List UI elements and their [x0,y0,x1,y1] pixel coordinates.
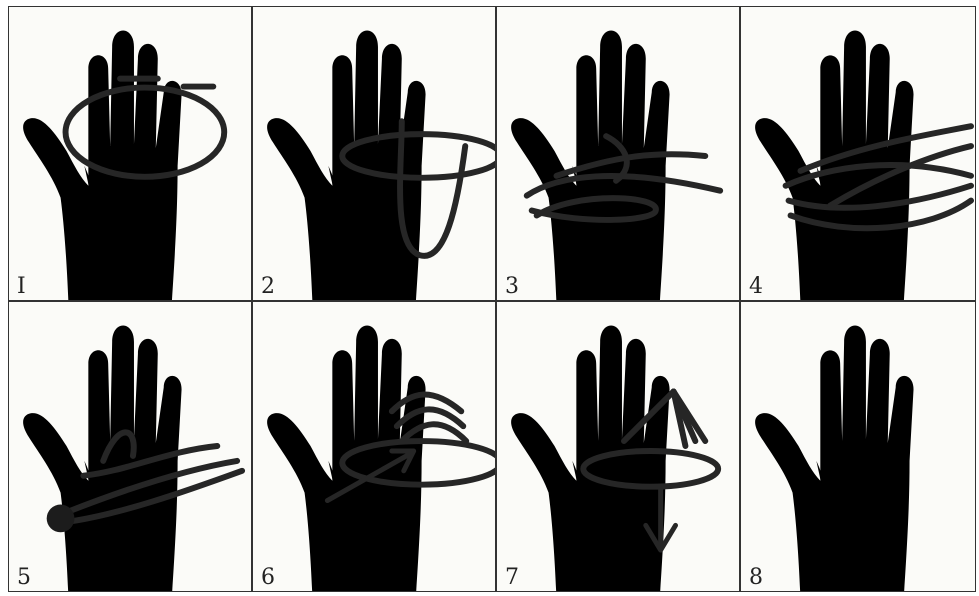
panel-2: 2 [252,6,496,301]
hand-illustration-5 [9,302,251,591]
panel-3: 3 [496,6,740,301]
panel-7: 7 [496,301,740,592]
panel-8: 8 [740,301,976,592]
panel-number: 2 [261,276,275,298]
panel-number: 8 [749,567,763,589]
panel-number: 3 [505,276,519,298]
hand-illustration-4 [741,7,975,300]
hand-illustration-1 [9,7,251,300]
cord-knot [47,505,75,533]
hand-illustration-8 [741,302,975,591]
panel-number: 4 [749,276,763,298]
panel-1: I [8,6,252,301]
hand-illustration-6 [253,302,495,591]
panel-number: 6 [261,567,275,589]
hand-illustration-2 [253,7,495,300]
panel-number: 7 [505,567,519,589]
panel-6: 6 [252,301,496,592]
hand-diagram-grid: I 2 3 4 [8,6,976,592]
hand-illustration-3 [497,7,739,300]
panel-number: I [17,276,26,298]
panel-5: 5 [8,301,252,592]
panel-number: 5 [17,567,31,589]
panel-4: 4 [740,6,976,301]
hand-illustration-7 [497,302,739,591]
